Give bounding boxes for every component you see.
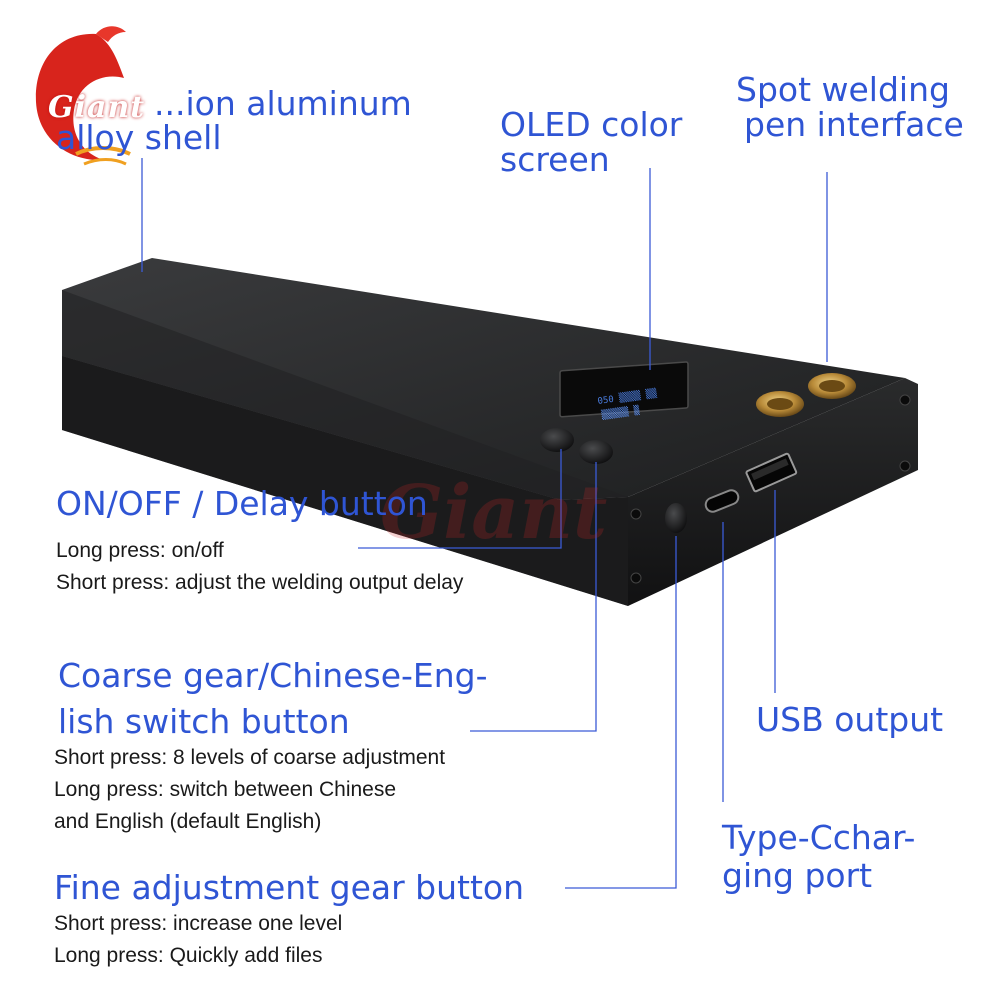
giant-logo: Giant [18,14,168,174]
fine-desc-line2: Long press: Quickly add files [54,944,323,967]
giant-watermark: Giant [380,470,608,556]
oled-label-line1: OLED color [500,105,683,144]
fine-desc-line1: Short press: increase one level [54,912,343,935]
coarse-desc-line1: Short press: 8 levels of coarse adjustme… [54,746,446,769]
pen-label-line1: Spot welding [736,70,950,109]
fine-adjust-title: Fine adjustment gear button [54,868,525,907]
pen-label-line2: pen interface [744,105,964,144]
oled-label-line2: screen [500,140,610,179]
coarse-desc-line2: Long press: switch between Chinese [54,778,397,801]
power-delay-button-cap [540,428,574,452]
type-c-label-line1: Type-Cchar- [722,818,916,857]
shell-label-line1: ...ion aluminum [154,84,412,123]
fine-adjust-button-cap [665,503,687,533]
type-c-label-line2: ging port [722,856,873,895]
power-desc-line2: Short press: adjust the welding output d… [56,571,464,594]
type-c-port [704,489,740,513]
coarse-title-line1: Coarse gear/Chinese-Eng- [58,656,488,695]
coarse-title-line2: lish switch button [58,702,350,741]
usb-output-label: USB output [756,700,944,739]
leader-lines [141,158,828,889]
oled-screen: 050 ▒▒▒▒ ▒▒ ▒▒▒▒▒ ▒ [559,361,689,421]
device-top-surface [62,258,905,500]
shell-label-line2: alloy shell [56,118,222,157]
power-desc-line1: Long press: on/off [56,539,224,562]
usb-port [745,452,798,493]
coarse-desc-line3: and English (default English) [54,810,322,833]
device-front-face [628,378,918,606]
welding-pen-connectors [756,373,856,417]
power-delay-title: ON/OFF / Delay button [56,484,428,523]
